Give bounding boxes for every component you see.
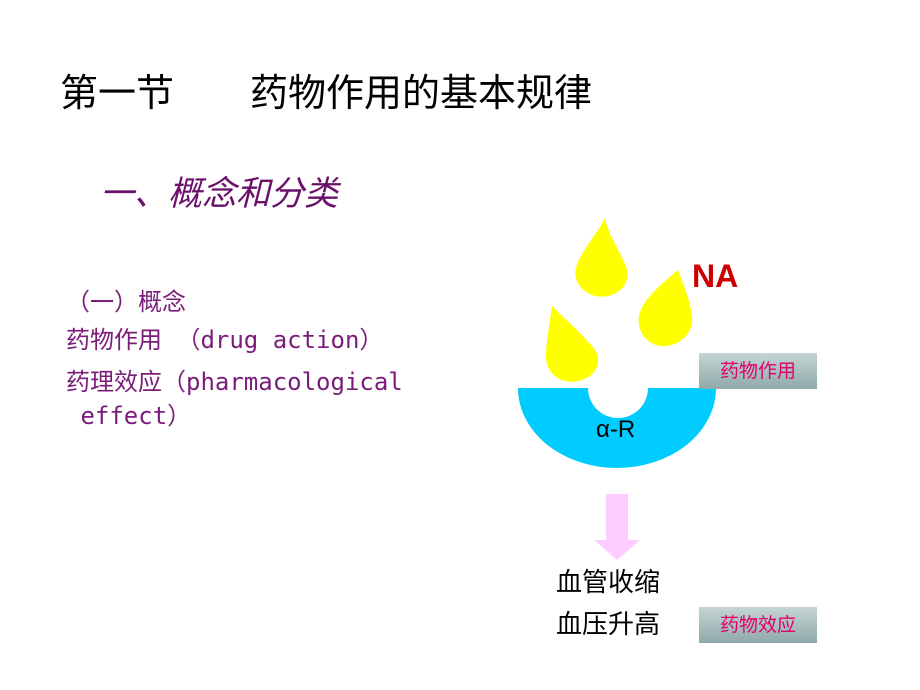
pharm-effect-line-1: 药理效应（pharmacological [66, 368, 403, 396]
ligand-drop-bottom [546, 306, 598, 382]
drug-effect-tag: 药物效应 [699, 607, 817, 643]
section-subtitle: 一、概念和分类 [100, 174, 338, 214]
effect-blood-pressure-rise: 血压升高 [556, 610, 661, 640]
pharm-effect-line-2: effect） [66, 402, 192, 430]
alpha-receptor-shape [518, 388, 716, 468]
effect-vasoconstriction: 血管收缩 [556, 568, 661, 598]
ligand-drop-right [638, 270, 693, 347]
drug-action-line: 药物作用 （drug action） [66, 326, 384, 354]
slide-title: 第一节 药物作用的基本规律 [60, 71, 593, 115]
receptor-label: α-R [596, 416, 636, 443]
ligand-drop-top [575, 218, 628, 297]
drug-action-tag: 药物作用 [699, 353, 817, 389]
concept-heading: （一）概念 [66, 288, 186, 316]
na-label: NA [692, 258, 739, 294]
down-arrow [594, 494, 640, 560]
